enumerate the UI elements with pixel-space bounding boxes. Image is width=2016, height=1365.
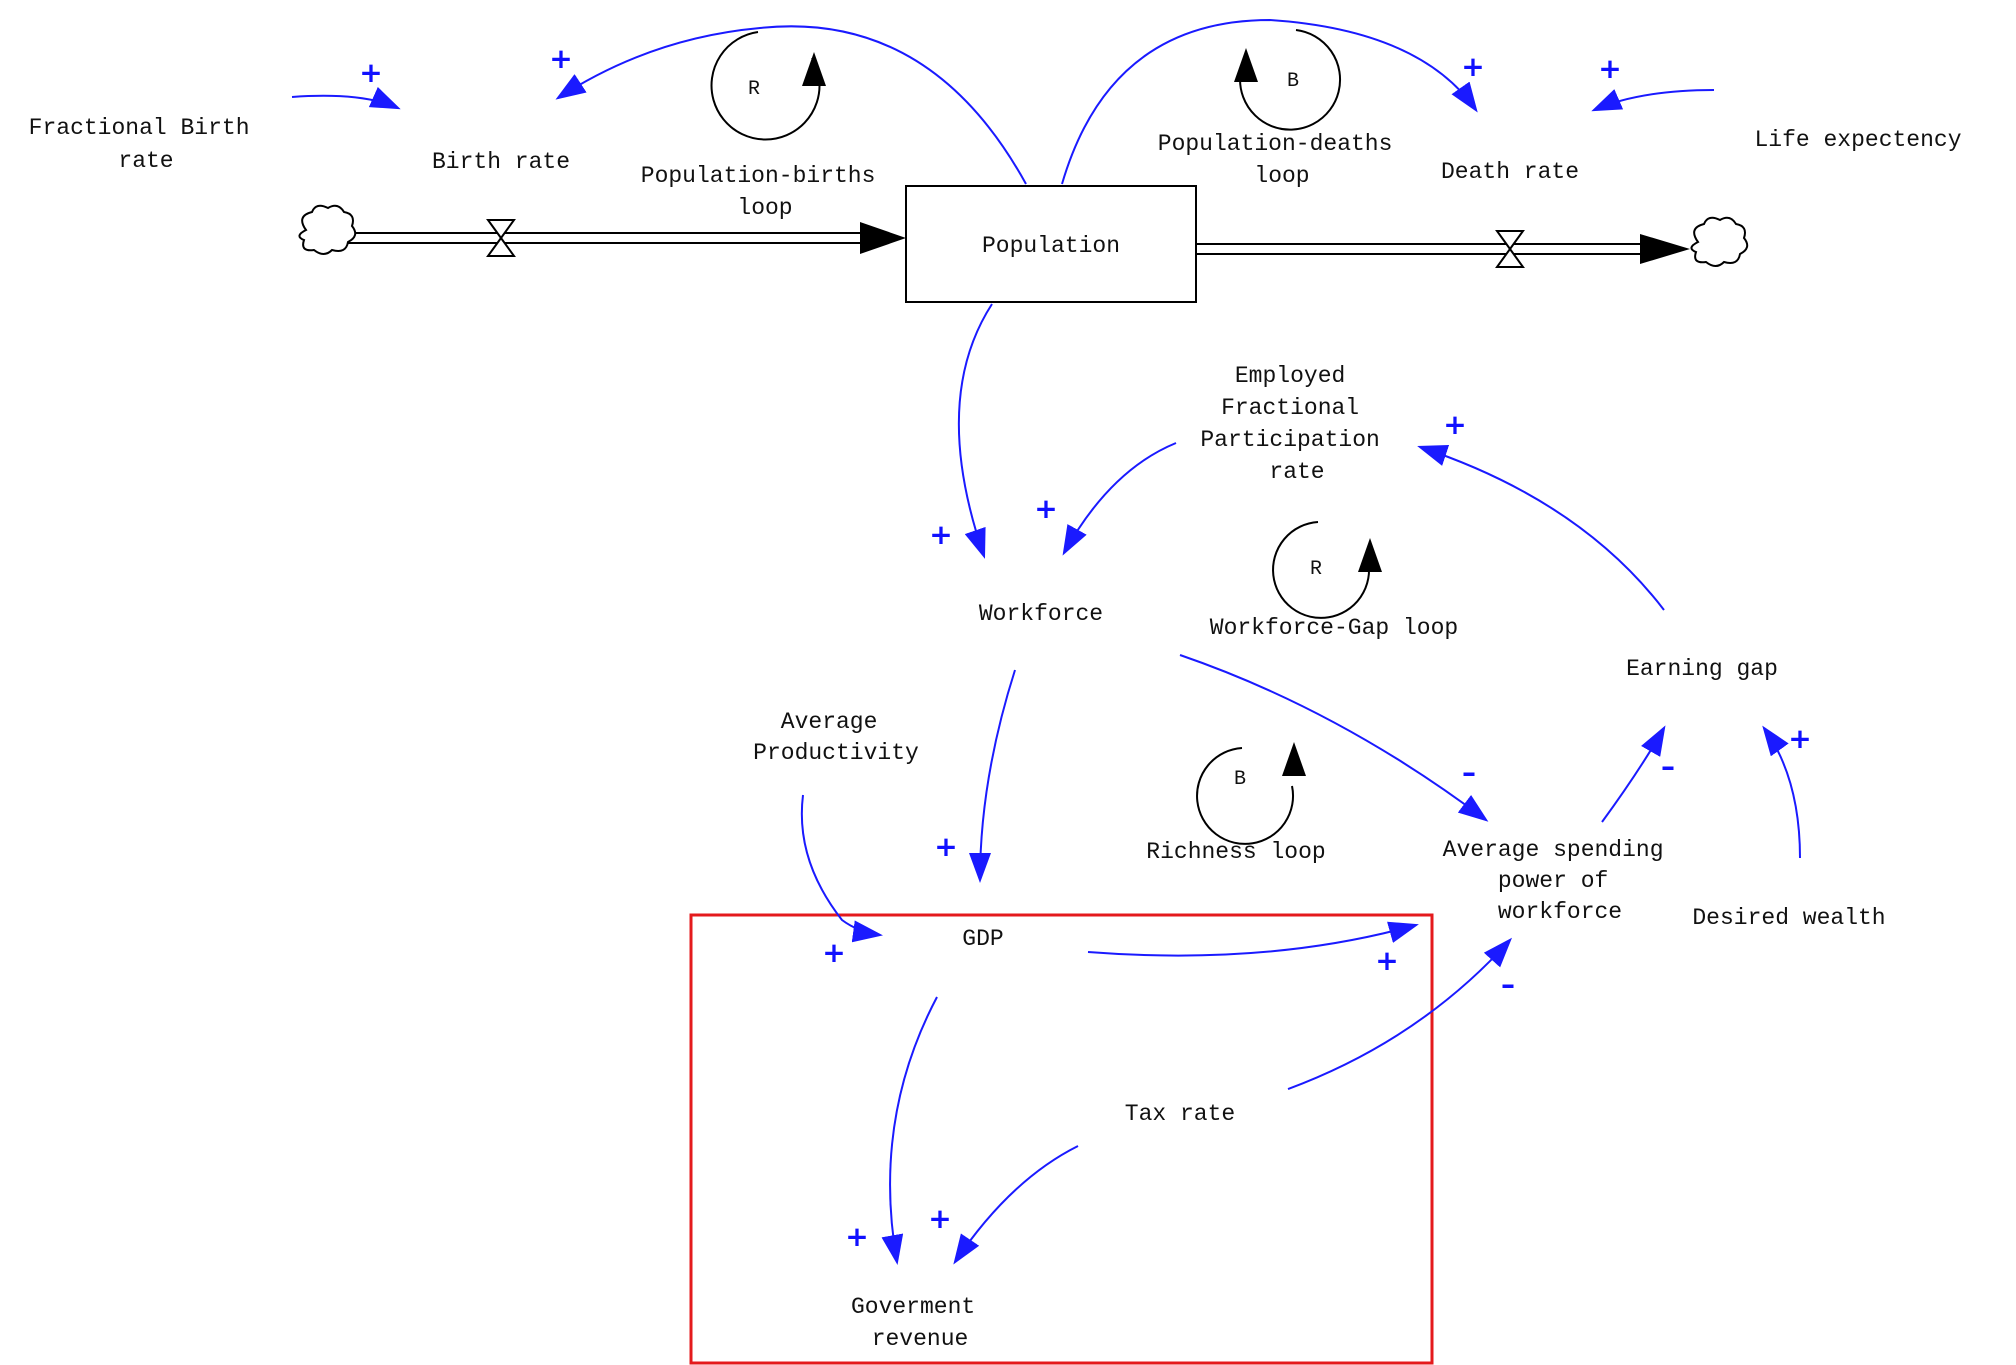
link-tax-to-spending [1287, 937, 1513, 1090]
loop-deaths-symbol: B [1287, 70, 1299, 93]
polarity-minus: – [1501, 968, 1515, 1001]
var-fractional-birth[interactable]: Fractional Birth rate [29, 115, 264, 174]
death-valve-icon [1495, 230, 1525, 268]
var-desired-wealth[interactable]: Desired wealth [1692, 905, 1885, 931]
link-fractional-to-birth [291, 86, 401, 110]
polarity-plus: + [549, 42, 572, 75]
var-earning-gap[interactable]: Earning gap [1626, 656, 1778, 682]
var-gov-revenue[interactable]: Goverment revenue [851, 1294, 989, 1352]
polarity-minus: – [1462, 756, 1476, 789]
var-tax-rate[interactable]: Tax rate [1125, 1101, 1235, 1127]
var-life-expectency[interactable]: Life expectency [1754, 127, 1961, 153]
link-productivity-to-gdp [800, 794, 883, 943]
link-workforce-to-gdp [969, 669, 1016, 883]
polarity-minus: – [1661, 750, 1675, 783]
loop-workforce-gap-name: Workforce-Gap loop [1210, 615, 1458, 641]
population-stock[interactable] [905, 185, 1197, 303]
outflow-pipe [1196, 234, 1690, 264]
flow-death-rate[interactable]: Death rate [1441, 159, 1579, 185]
polarity-plus: + [934, 830, 957, 863]
link-workforce-to-spending [1179, 654, 1489, 822]
var-workforce[interactable]: Workforce [979, 601, 1103, 627]
highlight-box [689, 913, 1434, 1365]
polarity-plus: + [1443, 408, 1466, 441]
loop-workforce-gap: R Workforce-Gap loop [1210, 521, 1458, 641]
polarity-plus: + [1034, 492, 1057, 525]
loop-births: R Population-births loop [641, 31, 889, 221]
sink-cloud-icon [1690, 216, 1749, 267]
flow-birth-rate[interactable]: Birth rate [432, 149, 570, 175]
link-desired-to-earning [1762, 725, 1801, 859]
link-tax-to-revenue [953, 1145, 1079, 1265]
polarity-plus: + [929, 518, 952, 551]
polarity-plus: + [928, 1202, 951, 1235]
polarity-plus: + [359, 56, 382, 89]
link-earning-to-efpr [1417, 445, 1665, 611]
loop-deaths: B Population-deaths loop [1158, 29, 1406, 189]
polarity-plus: + [1598, 52, 1621, 85]
polarity-plus: + [845, 1220, 868, 1253]
polarity-plus: + [1788, 722, 1811, 755]
loop-deaths-name: Population-deaths loop [1158, 131, 1406, 189]
loop-richness-name: Richness loop [1146, 839, 1325, 865]
var-avg-productivity[interactable]: Average Productivity [753, 709, 919, 766]
polarity-signs: + + + + + + + – – + + + + – + + [359, 42, 1811, 1253]
var-avg-spending[interactable]: Average spending power of workforce [1443, 837, 1678, 925]
inflow-pipe [338, 222, 906, 254]
polarity-plus: + [822, 936, 845, 969]
link-population-to-workforce [957, 303, 993, 559]
source-cloud-icon [298, 204, 357, 255]
link-gdp-to-revenue [881, 996, 938, 1265]
loop-births-name: Population-births loop [641, 163, 889, 221]
link-spending-to-earning [1601, 725, 1666, 823]
population-label: Population [982, 233, 1120, 259]
link-life-to-death [1591, 89, 1715, 112]
loop-births-symbol: R [748, 78, 760, 101]
link-population-to-birth [555, 25, 1027, 185]
polarity-plus: + [1461, 50, 1484, 83]
var-gdp[interactable]: GDP [962, 926, 1003, 952]
loop-richness-symbol: B [1234, 768, 1246, 791]
polarity-plus: + [1375, 944, 1398, 977]
loop-workforce-gap-symbol: R [1310, 558, 1322, 581]
birth-valve-icon [486, 219, 516, 257]
link-efpr-to-workforce [1062, 442, 1177, 556]
var-employed-fpr[interactable]: Employed Fractional Participation rate [1200, 363, 1393, 485]
loop-richness: B Richness loop [1146, 742, 1326, 865]
link-population-to-death [1061, 18, 1478, 185]
link-gdp-to-spending [1087, 921, 1419, 957]
